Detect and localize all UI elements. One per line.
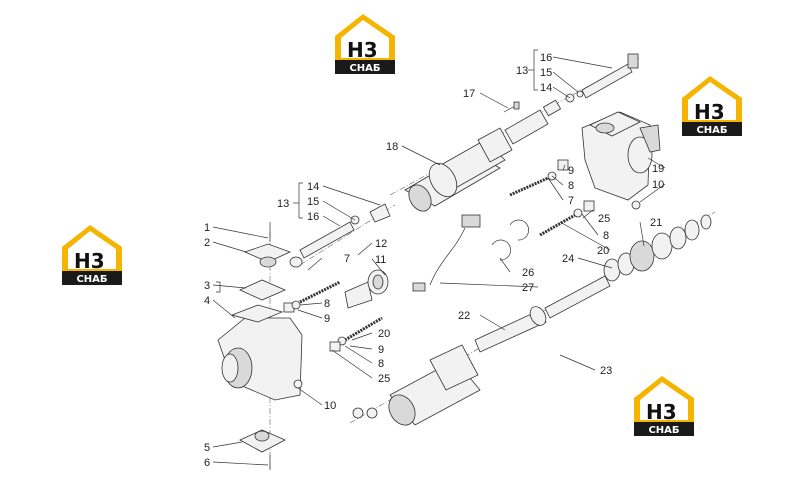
logo-mark: H3 bbox=[646, 400, 677, 424]
logo-caption: СНАБ bbox=[349, 63, 380, 74]
pin-assembly-right bbox=[542, 53, 639, 117]
leader-lines bbox=[212, 56, 666, 466]
callout-13-upper: 13 bbox=[516, 65, 528, 77]
logo-mark: H3 bbox=[694, 100, 725, 124]
callout-16-left: 16 bbox=[307, 211, 319, 223]
callout-8-mid: 8 bbox=[378, 358, 384, 370]
callout-14-left: 14 bbox=[307, 181, 319, 193]
tie-rod-left bbox=[289, 203, 391, 268]
callout-11: 11 bbox=[375, 254, 386, 266]
cap-plate-lower bbox=[239, 429, 286, 470]
bolt-20-mid bbox=[539, 200, 595, 237]
callout-19: 19 bbox=[652, 163, 664, 175]
logo-caption: СНАБ bbox=[648, 425, 679, 436]
callout-18: 18 bbox=[386, 141, 398, 153]
callout-5: 5 bbox=[204, 442, 210, 454]
seal-rings-21-24 bbox=[603, 214, 712, 282]
callout-20-right: 20 bbox=[597, 245, 609, 257]
callout-7-right: 7 bbox=[568, 195, 574, 207]
bolt-7-left bbox=[283, 280, 341, 313]
callout-22: 22 bbox=[458, 310, 470, 322]
callout-3: 3 bbox=[204, 280, 210, 292]
callout-9-left: 9 bbox=[324, 313, 330, 325]
logo-watermark-bottom: H3 СНАБ bbox=[634, 376, 694, 436]
callout-15-upper: 15 bbox=[540, 67, 552, 79]
callout-9-right: 9 bbox=[568, 165, 574, 177]
callout-2: 2 bbox=[204, 237, 210, 249]
logo-mark: H3 bbox=[347, 38, 378, 62]
callout-1: 1 bbox=[204, 222, 210, 234]
callout-25-left: 25 bbox=[378, 373, 390, 385]
callout-9-mid: 9 bbox=[378, 344, 384, 356]
callout-10-right: 10 bbox=[652, 179, 664, 191]
callout-15-left: 15 bbox=[307, 196, 319, 208]
callout-8-lower: 8 bbox=[603, 230, 609, 242]
bushing-11-12 bbox=[344, 269, 389, 309]
knuckle-housing-left bbox=[217, 304, 303, 401]
cylinder-upper bbox=[404, 109, 549, 212]
callout-8-right: 8 bbox=[568, 180, 574, 192]
group-bracket-13-left bbox=[293, 182, 303, 219]
callout-labels: 1 2 3 4 5 6 7 8 9 10 13 14 15 16 12 11 2… bbox=[204, 52, 664, 469]
callout-4: 4 bbox=[204, 295, 210, 307]
callout-12: 12 bbox=[375, 238, 387, 250]
callout-26: 26 bbox=[522, 267, 534, 279]
clips-26 bbox=[491, 219, 529, 261]
sensor-27 bbox=[412, 214, 481, 292]
knuckle-housing-right bbox=[581, 111, 661, 210]
bolt-20-left bbox=[329, 316, 383, 352]
bolt-17 bbox=[503, 101, 520, 113]
logo-watermark-top: H3 СНАБ bbox=[335, 14, 395, 74]
callout-13-left: 13 bbox=[277, 198, 289, 210]
logo-watermark-right: H3 СНАБ bbox=[682, 76, 742, 136]
callout-16-upper: 16 bbox=[540, 52, 552, 64]
logo-caption: СНАБ bbox=[76, 274, 107, 285]
callout-21: 21 bbox=[650, 217, 662, 229]
callout-17: 17 bbox=[463, 88, 475, 100]
callout-6: 6 bbox=[204, 457, 210, 469]
logo-caption: СНАБ bbox=[696, 125, 727, 136]
callout-27: 27 bbox=[522, 282, 534, 294]
callout-20-left: 20 bbox=[378, 328, 390, 340]
callout-24: 24 bbox=[562, 253, 574, 265]
group-bracket-13-upper bbox=[528, 49, 538, 91]
callout-7-left: 7 bbox=[344, 253, 350, 265]
logo-watermark-left: H3 СНАБ bbox=[62, 225, 122, 285]
group-bracket-3 bbox=[216, 281, 221, 293]
callout-8-left: 8 bbox=[324, 298, 330, 310]
callout-10-left: 10 bbox=[324, 400, 336, 412]
logo-mark: H3 bbox=[74, 249, 105, 273]
callout-14-upper: 14 bbox=[540, 82, 552, 94]
callout-25-right: 25 bbox=[598, 213, 610, 225]
callout-23: 23 bbox=[600, 365, 612, 377]
bolt-7-upper bbox=[509, 159, 569, 197]
cylinder-lower bbox=[352, 275, 611, 426]
cap-plate-upper bbox=[239, 222, 292, 301]
